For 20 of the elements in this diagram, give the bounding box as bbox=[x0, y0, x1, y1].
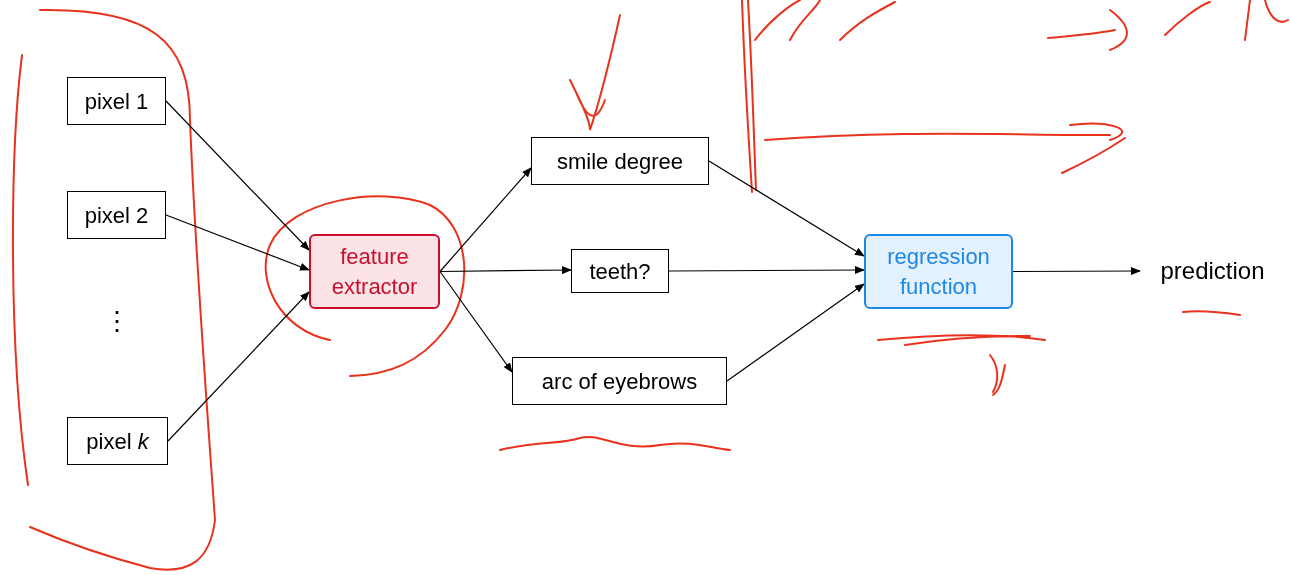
arrow bbox=[439, 167, 532, 273]
arrow bbox=[165, 100, 310, 251]
extractor-box: feature extractor bbox=[309, 234, 440, 309]
feature-box: arc of eyebrows bbox=[512, 357, 727, 405]
arrow bbox=[167, 291, 310, 442]
arrow bbox=[708, 160, 865, 257]
arrow bbox=[668, 266, 865, 275]
arrow bbox=[439, 270, 513, 373]
arrow bbox=[1012, 267, 1141, 276]
arrow bbox=[165, 214, 310, 271]
output-label: prediction bbox=[1140, 252, 1285, 290]
arrow bbox=[439, 266, 572, 275]
feature-box: smile degree bbox=[531, 137, 709, 185]
feature-box: teeth? bbox=[571, 249, 669, 293]
feature-box: pixel k bbox=[67, 417, 168, 465]
feature-box: pixel 1 bbox=[67, 77, 166, 125]
regression-box: regression function bbox=[864, 234, 1013, 309]
feature-box: pixel 2 bbox=[67, 191, 166, 239]
arrow bbox=[726, 283, 865, 382]
ellipsis-label: ⋮ bbox=[104, 308, 130, 334]
